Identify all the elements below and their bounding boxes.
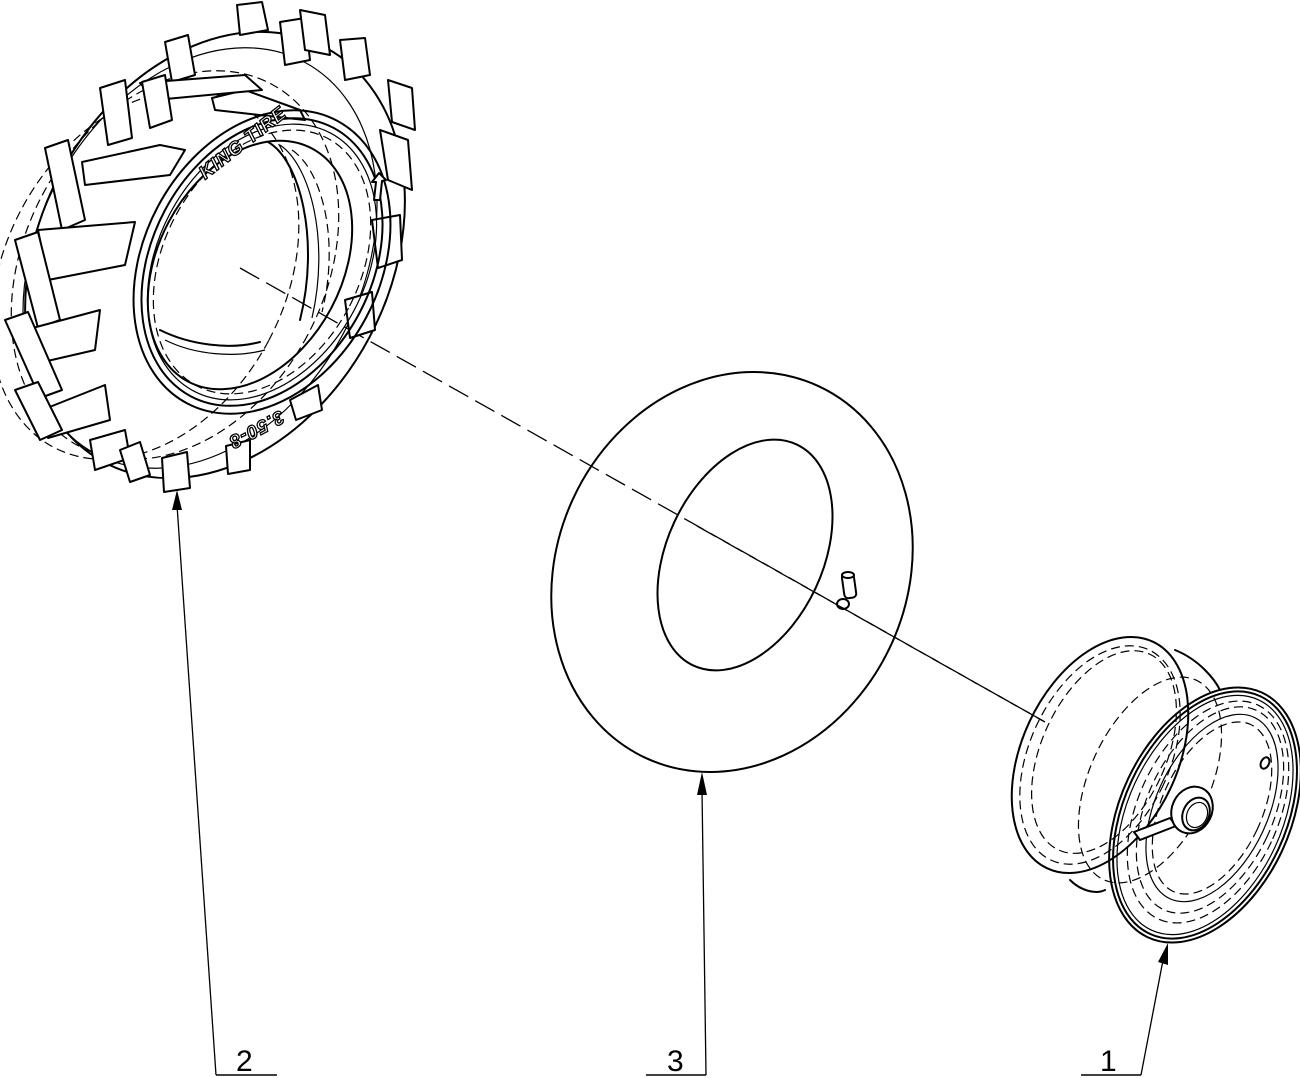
balloon-label-2: 2 xyxy=(236,1045,253,1078)
balloon-3-leader: 3 xyxy=(646,772,707,1078)
balloon-1-leader: 1 xyxy=(1081,943,1168,1078)
valve-stem-icon xyxy=(836,571,858,610)
balloon-label-1: 1 xyxy=(1100,1045,1117,1078)
tire-part[interactable]: KING TIRE 3.50-8 xyxy=(0,0,480,545)
rim-part[interactable] xyxy=(976,609,1300,974)
tire-size-text: 3.50-8 xyxy=(225,406,288,453)
balloon-2-leader: 2 xyxy=(172,490,277,1078)
tread-lugs xyxy=(4,1,416,493)
balloon-label-3: 3 xyxy=(667,1045,684,1078)
inner-tube-part[interactable] xyxy=(487,312,1046,832)
hub-bushing-icon xyxy=(1133,785,1214,841)
rotation-arrow-icon xyxy=(371,172,387,201)
